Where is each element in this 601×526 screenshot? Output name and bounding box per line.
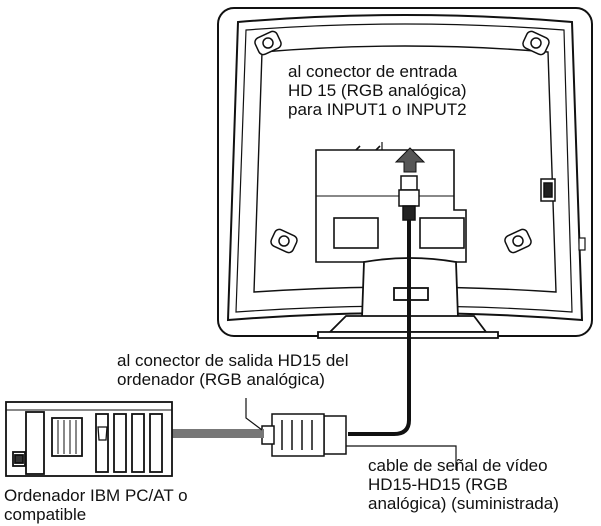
label-computer-line2: compatible xyxy=(4,505,87,524)
label-computer: Ordenador IBM PC/AT o compatible xyxy=(4,486,188,524)
screw-icon xyxy=(522,30,550,56)
vga-port-icon xyxy=(97,426,108,441)
label-cable-line1: cable de señal de vídeo xyxy=(368,456,548,475)
screw-icon xyxy=(504,228,532,254)
screw-mounts xyxy=(254,30,550,254)
label-cable-line3: analógica) (suministrada) xyxy=(368,494,559,513)
label-cable-line2: HD15-HD15 (RGB xyxy=(368,475,508,494)
monitor-cable-plug xyxy=(398,175,420,221)
label-computer-line1: Ordenador IBM PC/AT o xyxy=(4,486,188,505)
connector-housing xyxy=(315,145,467,263)
computer-tower xyxy=(5,401,173,477)
label-computer-output: al conector de salida HD15 del ordenador… xyxy=(117,351,349,389)
label-monitor-input-line3: para INPUT1 o INPUT2 xyxy=(288,100,467,119)
leader-lines xyxy=(245,142,457,470)
input-arrow-icon xyxy=(394,147,426,173)
label-computer-output-line2: ordenador (RGB analógica) xyxy=(117,370,325,389)
label-monitor-input-line2: HD 15 (RGB analógica) xyxy=(288,81,467,100)
label-cable: cable de señal de vídeo HD15-HD15 (RGB a… xyxy=(368,456,559,513)
label-monitor-input: al conector de entrada HD 15 (RGB analóg… xyxy=(288,62,467,119)
computer-cable-plug xyxy=(261,413,347,457)
screw-icon xyxy=(270,228,298,254)
video-cable xyxy=(348,220,411,436)
screw-icon xyxy=(254,30,282,56)
side-port-icon xyxy=(578,237,586,251)
label-monitor-input-line1: al conector de entrada xyxy=(288,62,458,81)
side-switch-icon xyxy=(540,178,556,202)
label-computer-output-line1: al conector de salida HD15 del xyxy=(117,351,349,370)
